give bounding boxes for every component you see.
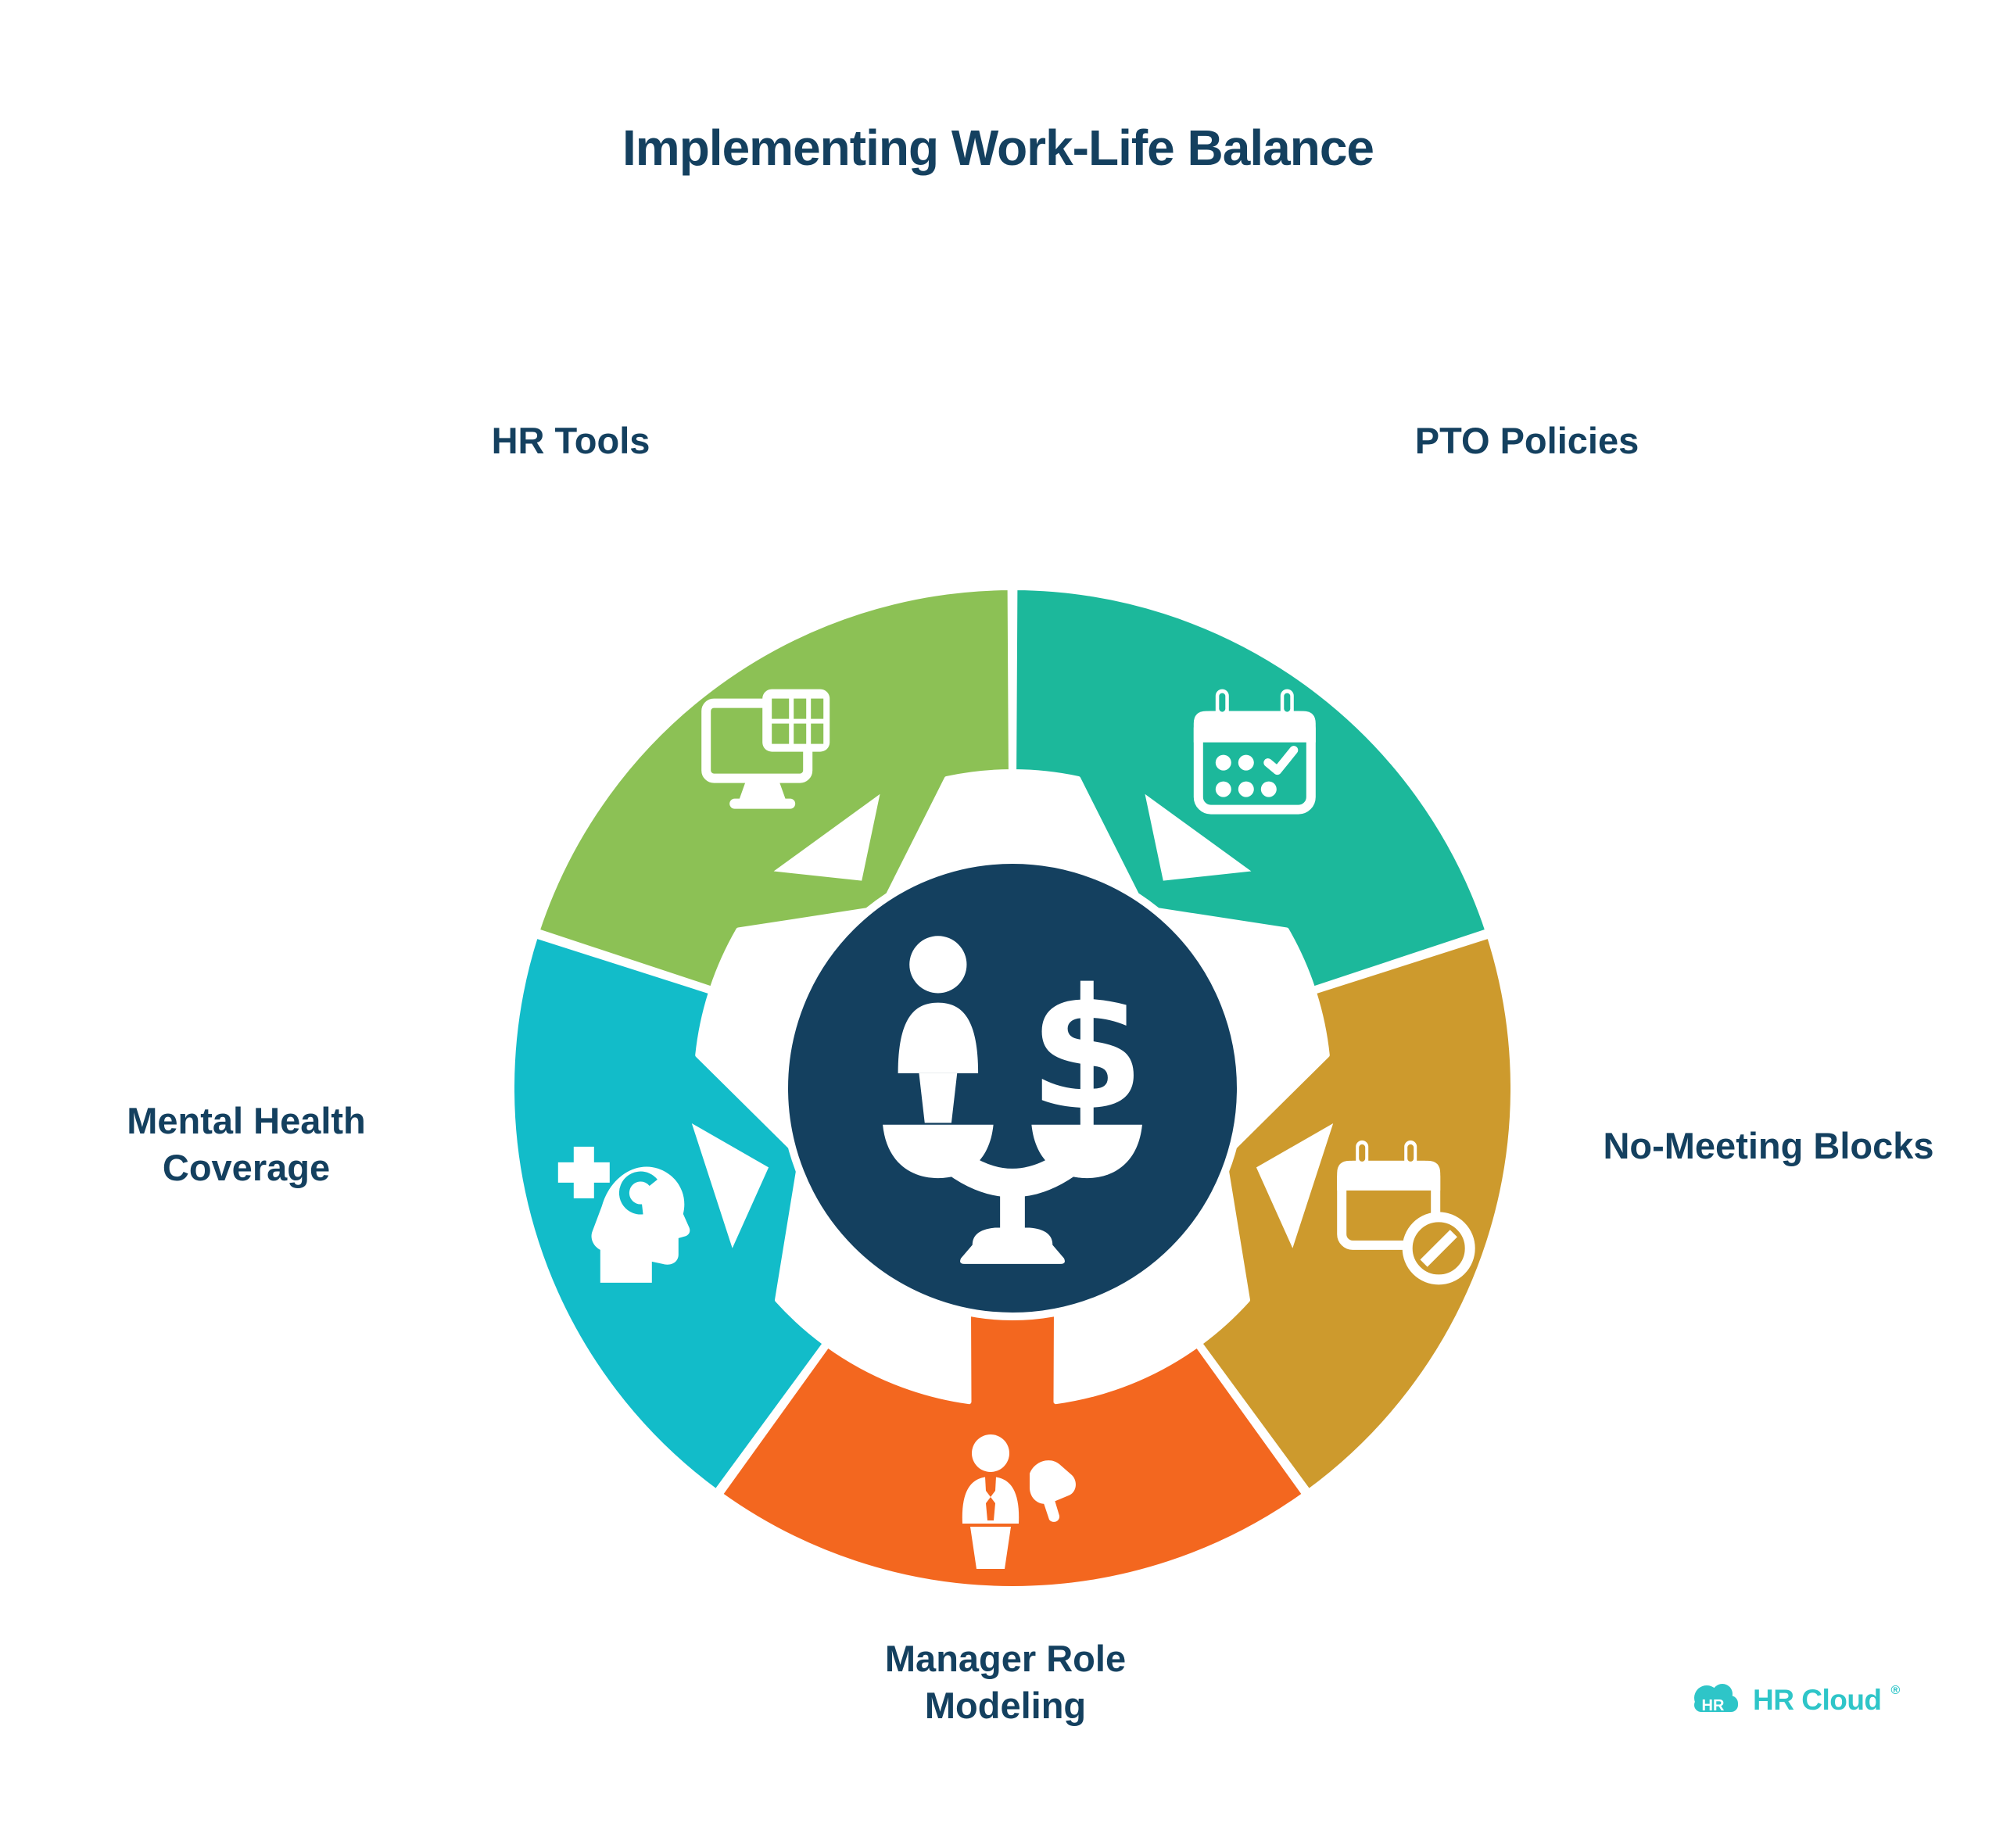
chevron-notch <box>1256 1123 1334 1248</box>
label-no-meeting-blocks: No-Meeting Blocks <box>1603 1125 1934 1166</box>
calendar-check-icon <box>1193 689 1316 815</box>
label-mental-health-coverage: Mental Health Coverage <box>127 1100 366 1188</box>
calendar-blocked-icon <box>1337 1140 1475 1285</box>
chevron-notch <box>1145 793 1252 881</box>
chevron-notch <box>691 1123 769 1248</box>
svg-text:$: $ <box>1029 954 1145 1148</box>
segment-manager-role-modeling <box>718 1308 1307 1591</box>
segment-no-meeting-blocks <box>1197 933 1515 1494</box>
hr-cloud-cloud-icon: HR <box>1694 1684 1738 1714</box>
chevron-notch <box>773 793 880 881</box>
label-hr-tools: HR Tools <box>491 420 650 461</box>
head-cross-icon <box>557 1146 690 1283</box>
label-pto-policies: PTO Policies <box>1414 420 1639 461</box>
hr-cloud-logo: HR HR Cloud ® <box>1687 1678 1900 1723</box>
center-circle <box>780 856 1245 1320</box>
registered-mark: ® <box>1890 1684 1901 1697</box>
monitor-grid-icon <box>701 689 830 809</box>
person-megaphone-icon <box>962 1434 1076 1569</box>
hr-badge-text: HR <box>1702 1697 1725 1714</box>
page-title: Implementing Work-Life Balance <box>622 120 1374 176</box>
balance-scale-icon: $ <box>883 936 1145 1264</box>
label-manager-role-modeling: Manager Role Modeling <box>884 1638 1127 1726</box>
hr-cloud-wordmark: HR Cloud <box>1753 1684 1882 1716</box>
